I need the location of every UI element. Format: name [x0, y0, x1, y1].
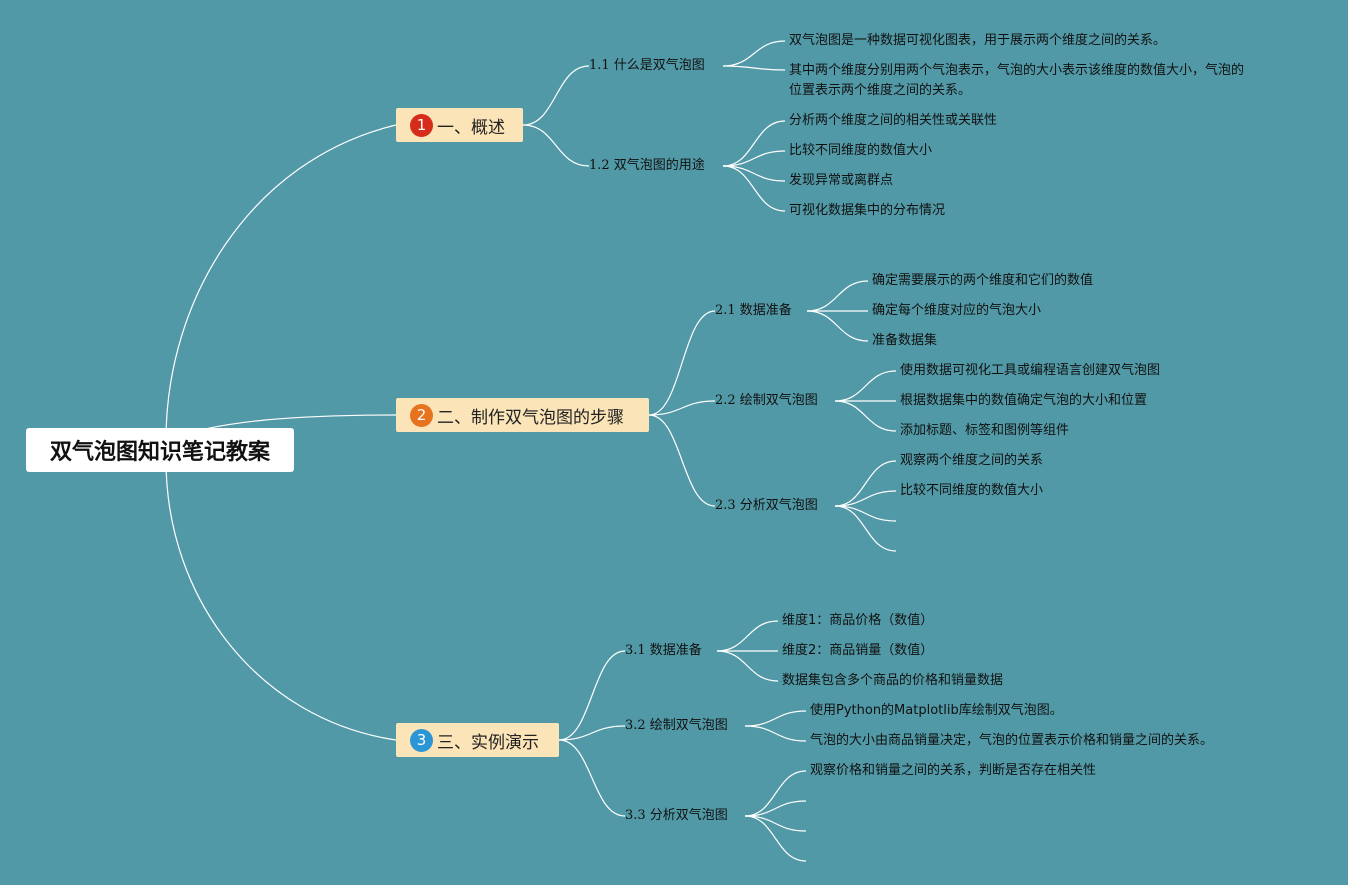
leaf-1-1-a[interactable]: 双气泡图是一种数据可视化图表，用于展示两个维度之间的关系。 — [789, 33, 1167, 48]
number-badge-2: 2 — [410, 403, 433, 427]
leaf-2-1-b[interactable]: 确定每个维度对应的气泡大小 — [872, 303, 1042, 318]
main-topic-steps[interactable]: 2 二、制作双气泡图的步骤 — [396, 398, 649, 432]
connector-leaf-7-0 — [744, 770, 807, 817]
leaf-3-3-a[interactable]: 观察价格和销量之间的关系，判断是否存在相关性 — [810, 763, 1097, 778]
connector-leaf-7-3 — [744, 815, 807, 862]
main-topic-label: 三、实例演示 — [437, 732, 539, 753]
connector-leaf-3-0 — [834, 370, 897, 402]
connector-leaf-7-1 — [744, 800, 807, 817]
subtopic-2-2[interactable]: 2.2 绘制双气泡图 — [715, 393, 818, 408]
leaf-2-2-a[interactable]: 使用数据可视化工具或编程语言创建双气泡图 — [900, 363, 1161, 378]
leaf-3-1-c[interactable]: 数据集包含多个商品的价格和销量数据 — [782, 673, 1004, 688]
connector-main-sub-2 — [648, 310, 716, 416]
connector-main-sub-4 — [648, 414, 716, 507]
leaf-1-2-c[interactable]: 发现异常或离群点 — [789, 173, 894, 188]
connector-main-sub-0 — [522, 65, 590, 126]
leaf-2-3-b[interactable]: 比较不同维度的数值大小 — [900, 483, 1044, 498]
subtopic-2-3[interactable]: 2.3 分析双气泡图 — [715, 498, 818, 513]
number-badge-1: 1 — [410, 113, 433, 137]
connector-root-3 — [165, 459, 397, 741]
connector-leaf-7-2 — [744, 815, 807, 832]
main-topic-label: 二、制作双气泡图的步骤 — [437, 407, 624, 428]
leaf-1-2-a[interactable]: 分析两个维度之间的相关性或关联性 — [789, 113, 998, 128]
connector-leaf-6-1 — [744, 725, 807, 742]
connector-main-sub-6 — [558, 725, 626, 741]
leaf-1-2-b[interactable]: 比较不同维度的数值大小 — [789, 143, 933, 158]
leaf-1-1-b-cont: 位置表示两个维度之间的关系。 — [789, 83, 972, 98]
connector-main-sub-1 — [522, 124, 590, 167]
main-topic-label: 一、概述 — [437, 117, 505, 138]
connector-leaf-6-0 — [744, 710, 807, 727]
subtopic-1-2[interactable]: 1.2 双气泡图的用途 — [589, 158, 705, 173]
connector-leaf-2-2 — [806, 310, 869, 342]
leaf-2-3-a[interactable]: 观察两个维度之间的关系 — [900, 453, 1044, 468]
root-topic[interactable]: 双气泡图知识笔记教案 — [26, 428, 294, 472]
subtopic-3-1[interactable]: 3.1 数据准备 — [625, 643, 702, 658]
connector-leaf-0-1 — [722, 65, 786, 71]
main-topic-overview[interactable]: 1 一、概述 — [396, 108, 523, 142]
connector-leaf-4-0 — [834, 460, 897, 507]
connector-leaf-5-0 — [716, 620, 779, 652]
connector-leaf-1-1 — [722, 150, 786, 167]
connector-root-1 — [165, 124, 397, 441]
connector-leaf-4-3 — [834, 505, 897, 552]
leaf-2-1-c[interactable]: 准备数据集 — [872, 333, 938, 348]
leaf-3-1-a[interactable]: 维度1：商品价格（数值） — [782, 613, 934, 628]
connector-leaf-5-2 — [716, 650, 779, 682]
connector-main-sub-7 — [558, 739, 626, 817]
main-topic-example[interactable]: 3 三、实例演示 — [396, 723, 559, 757]
connector-leaf-4-2 — [834, 505, 897, 522]
subtopic-3-3[interactable]: 3.3 分析双气泡图 — [625, 808, 728, 823]
leaf-3-2-a[interactable]: 使用Python的Matplotlib库绘制双气泡图。 — [810, 703, 1063, 718]
number-badge-3: 3 — [410, 728, 433, 752]
leaf-2-2-b[interactable]: 根据数据集中的数值确定气泡的大小和位置 — [900, 393, 1148, 408]
leaf-2-2-c[interactable]: 添加标题、标签和图例等组件 — [900, 423, 1070, 438]
subtopic-3-2[interactable]: 3.2 绘制双气泡图 — [625, 718, 728, 733]
leaf-3-2-b[interactable]: 气泡的大小由商品销量决定，气泡的位置表示价格和销量之间的关系。 — [810, 733, 1214, 748]
subtopic-2-1[interactable]: 2.1 数据准备 — [715, 303, 792, 318]
connector-leaf-1-0 — [722, 120, 786, 167]
connector-leaf-2-0 — [806, 280, 869, 312]
leaf-2-1-a[interactable]: 确定需要展示的两个维度和它们的数值 — [872, 273, 1094, 288]
subtopic-1-1[interactable]: 1.1 什么是双气泡图 — [589, 58, 705, 73]
connector-leaf-1-3 — [722, 165, 786, 212]
connector-leaf-4-1 — [834, 490, 897, 507]
connector-leaf-0-0 — [722, 40, 786, 67]
leaf-3-1-b[interactable]: 维度2：商品销量（数值） — [782, 643, 934, 658]
connector-leaf-1-2 — [722, 165, 786, 182]
leaf-1-2-d[interactable]: 可视化数据集中的分布情况 — [789, 203, 946, 218]
connector-leaf-3-2 — [834, 400, 897, 432]
leaf-1-1-b[interactable]: 其中两个维度分别用两个气泡表示，气泡的大小表示该维度的数值大小，气泡的 — [789, 63, 1245, 78]
connector-main-sub-3 — [648, 400, 716, 416]
connector-main-sub-5 — [558, 650, 626, 741]
